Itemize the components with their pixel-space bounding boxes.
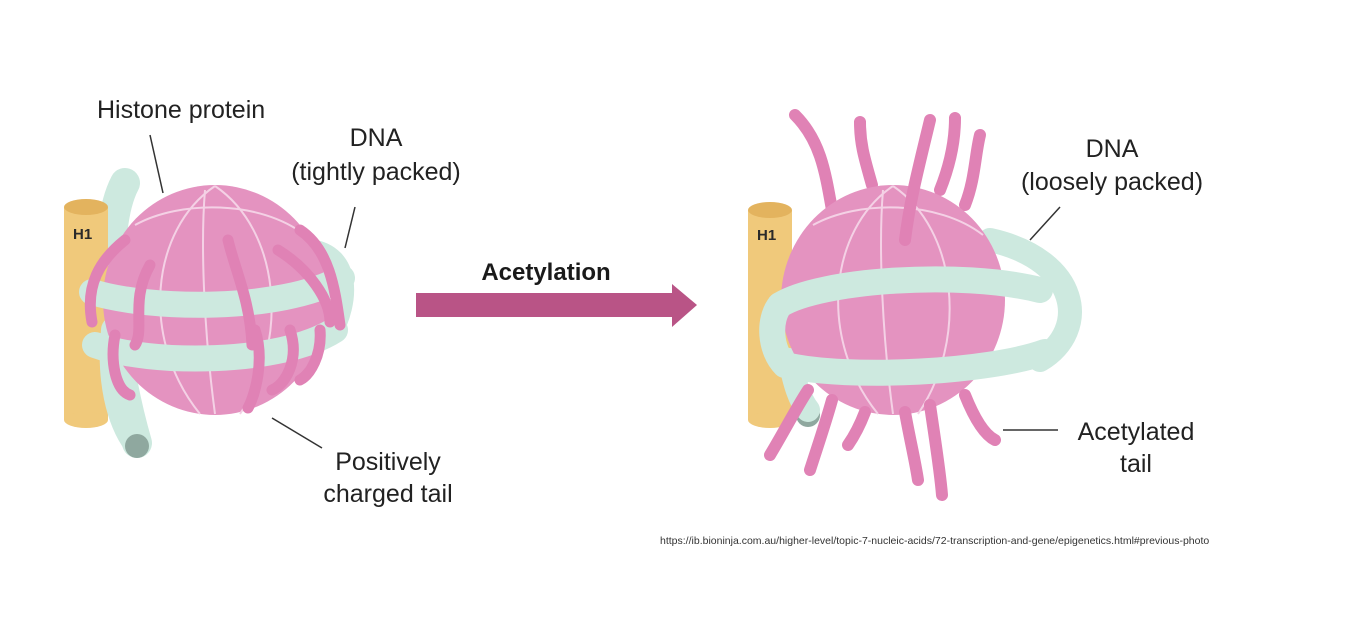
acetylated-tail-label-line2: tail bbox=[1120, 450, 1152, 478]
acetylation-label: Acetylation bbox=[481, 259, 610, 286]
left-nucleosome: H1 bbox=[64, 168, 355, 458]
dna-loosely-packed-leader bbox=[1029, 206, 1061, 241]
positively-charged-tail-leader bbox=[271, 417, 323, 449]
source-url: https://ib.bioninja.com.au/higher-level/… bbox=[660, 535, 1210, 547]
right-dna-band-lower bbox=[772, 339, 1058, 386]
histone-protein-label: Histone protein bbox=[97, 96, 265, 124]
right-dna-band-upper bbox=[767, 266, 1053, 318]
acetylated-tail-label-line1: Acetylated bbox=[1078, 418, 1195, 446]
right-h1-label: H1 bbox=[757, 227, 776, 244]
acetylation-arrow bbox=[416, 284, 697, 327]
right-histone-tails-bottom bbox=[764, 384, 1001, 501]
positively-charged-tail-label-line2: charged tail bbox=[323, 480, 452, 508]
histone-protein-leader bbox=[149, 134, 164, 194]
left-histone-tails bbox=[84, 224, 346, 414]
dna-tightly-packed-label-line1: DNA bbox=[350, 124, 403, 152]
left-dna-end-cap bbox=[125, 434, 149, 458]
left-dna-band-lower bbox=[82, 317, 348, 372]
right-nucleosome: H1 bbox=[748, 109, 1082, 501]
right-histone-tails-back bbox=[789, 109, 986, 216]
dna-loosely-packed-label-line1: DNA bbox=[1086, 135, 1139, 163]
positively-charged-tail-label-line1: Positively bbox=[335, 448, 441, 476]
dna-tightly-packed-leader bbox=[344, 206, 356, 249]
dna-tightly-packed-label-line2: (tightly packed) bbox=[291, 158, 461, 186]
left-h1-label: H1 bbox=[73, 226, 92, 243]
right-histone-tails-front-top bbox=[899, 114, 936, 246]
right-dna-band-left-curve bbox=[759, 292, 798, 378]
dna-loosely-packed-label-line2: (loosely packed) bbox=[1021, 168, 1203, 196]
